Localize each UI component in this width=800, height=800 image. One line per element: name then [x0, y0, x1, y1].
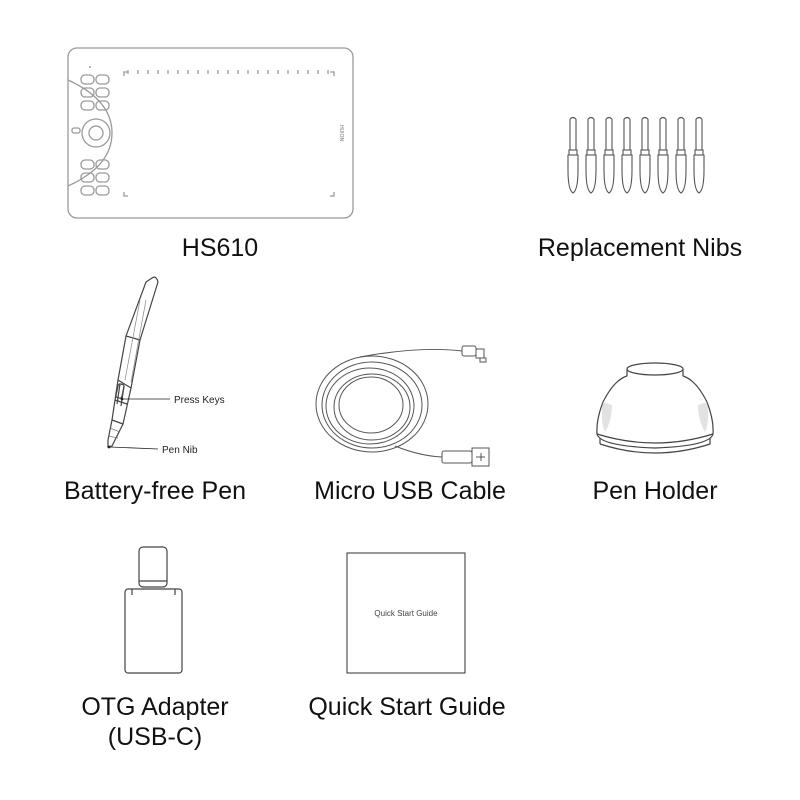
- cable-caption: Micro USB Cable: [314, 477, 506, 505]
- callout-press-keys: Press Keys: [174, 395, 225, 406]
- otg-caption-line1: OTG Adapter: [81, 693, 229, 721]
- callout-pen-nib: Pen Nib: [162, 445, 198, 456]
- pen-caption: Battery-free Pen: [63, 477, 247, 505]
- nibs-caption: Replacement Nibs: [537, 234, 743, 262]
- guide-cover-text: Quick Start Guide: [374, 609, 438, 618]
- otg-caption-line2: (USB-C): [107, 723, 203, 751]
- tablet-caption: HS610: [181, 234, 259, 262]
- holder-caption: Pen Holder: [592, 477, 718, 505]
- guide-caption: Quick Start Guide: [308, 693, 506, 721]
- tablet-brand-mark: HUION: [338, 125, 344, 142]
